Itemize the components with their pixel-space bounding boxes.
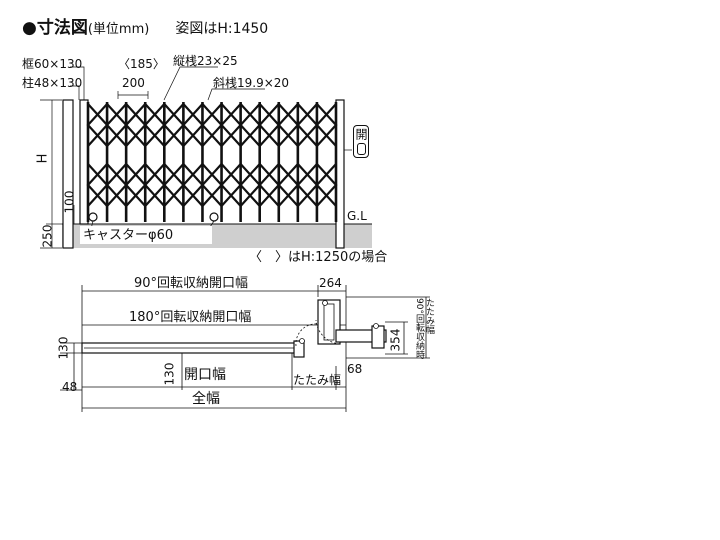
open-180-label: 180°回転収納開口幅	[129, 310, 252, 325]
diagonal-bar	[239, 163, 262, 207]
diagonal-bar	[277, 103, 300, 147]
lattice	[86, 102, 338, 222]
diagonal-bar	[258, 103, 280, 147]
diagonal-bar	[258, 163, 280, 207]
diagonal-bar	[125, 163, 147, 207]
diagonal-bar	[182, 163, 204, 207]
caster-label: キャスターφ60	[83, 228, 174, 243]
drawing-title: ●寸法図(単位mm) 姿図はH:1450	[22, 20, 268, 37]
diagonal-bar	[297, 163, 319, 207]
diagonal-bar	[125, 103, 147, 147]
diagonal-bar	[220, 103, 243, 147]
dim-100-label: 100	[62, 190, 77, 214]
dim-130-mid-label: 130	[162, 362, 177, 386]
diagonal-bar	[316, 103, 338, 147]
post-label: 柱48×130	[22, 76, 83, 90]
open-mark-symbol	[356, 143, 366, 155]
pitch-200-label: 200	[122, 76, 145, 90]
diagonal-bar	[200, 103, 223, 147]
open-90-label: 90°回転収納開口幅	[134, 276, 249, 291]
diagonal-bar	[296, 163, 318, 207]
diagonal-bar	[144, 103, 166, 147]
diagonal-bar	[239, 163, 261, 207]
paren-185-label: 〈185〉	[118, 57, 165, 71]
diagonal-bar	[277, 163, 299, 207]
diagonal-bar	[143, 103, 166, 147]
diagonal-bar	[181, 103, 204, 147]
diagonal-bar	[162, 103, 185, 147]
diagonal-bar	[201, 163, 224, 207]
diagonal-bar	[143, 163, 166, 207]
left-post	[62, 99, 74, 249]
gl-label: G.L	[347, 209, 367, 223]
vertical-bar-label: 縦桟23×25	[173, 54, 238, 68]
diagonal-bar	[315, 163, 337, 207]
open-marker: 開	[353, 125, 369, 158]
diagonal-bar	[220, 163, 243, 207]
diagonal-bar	[258, 163, 281, 207]
fold-width-label: たたみ幅	[293, 373, 342, 387]
caster-left	[88, 212, 98, 222]
title-text: ●寸法図	[22, 18, 88, 38]
diagonal-bar	[105, 163, 127, 207]
diagonal-bar	[163, 103, 185, 147]
dim-250-label: 250	[40, 224, 55, 248]
diagonal-bar	[239, 103, 261, 147]
diagonal-bar	[86, 103, 108, 147]
diagonal-bar	[277, 163, 300, 207]
diagonal-bar	[87, 163, 109, 207]
diagonal-bar	[162, 163, 185, 207]
diagonal-bar	[201, 103, 224, 147]
photo-note: 姿図はH:1450	[175, 21, 269, 37]
diagonal-bar	[87, 103, 109, 147]
fold-90-label-2: たたみ幅	[424, 298, 434, 334]
opening-width-label: 開口幅	[184, 367, 226, 383]
diagonal-bar-label: 斜桟19.9×20	[213, 76, 290, 90]
diagonal-bar	[106, 163, 128, 207]
diagonal-bar	[297, 103, 319, 147]
diagonal-bar	[182, 103, 204, 147]
diagonal-bar	[200, 163, 223, 207]
unit-text: (単位mm)	[87, 22, 150, 37]
diagonal-bar	[106, 103, 128, 147]
diagonal-bar	[181, 163, 204, 207]
diagonal-bar	[163, 163, 185, 207]
height-label: H	[35, 153, 51, 164]
diagonal-bar	[239, 103, 262, 147]
dim-48-label: 48	[62, 380, 78, 394]
dim-130-left-label: 130	[56, 336, 71, 360]
note-1250: 〈 〉はH:1250の場合	[249, 250, 388, 265]
plan-view	[60, 285, 430, 412]
dim-68-label: 68	[347, 362, 363, 376]
diagonal-bar	[220, 163, 242, 207]
diagonal-bar	[316, 163, 338, 207]
dim-354-label: 354	[388, 328, 403, 352]
diagonal-bar	[124, 103, 147, 147]
frame-label: 框60×130	[22, 57, 83, 71]
diagonal-bar	[86, 163, 108, 207]
caster-right	[209, 212, 219, 222]
diagonal-bar	[277, 103, 299, 147]
diagonal-bar	[144, 163, 166, 207]
diagonal-bar	[258, 103, 281, 147]
diagonal-bar	[315, 103, 337, 147]
total-width-label: 全幅	[192, 391, 220, 407]
diagonal-bar	[124, 163, 147, 207]
dim-264-label: 264	[319, 276, 342, 290]
diagonal-bar	[296, 103, 318, 147]
fold-90-label-1: 90°回転収納時	[414, 298, 424, 359]
open-mark-text: 開	[354, 128, 368, 140]
diagonal-bar	[105, 103, 127, 147]
diagonal-bar	[220, 103, 242, 147]
